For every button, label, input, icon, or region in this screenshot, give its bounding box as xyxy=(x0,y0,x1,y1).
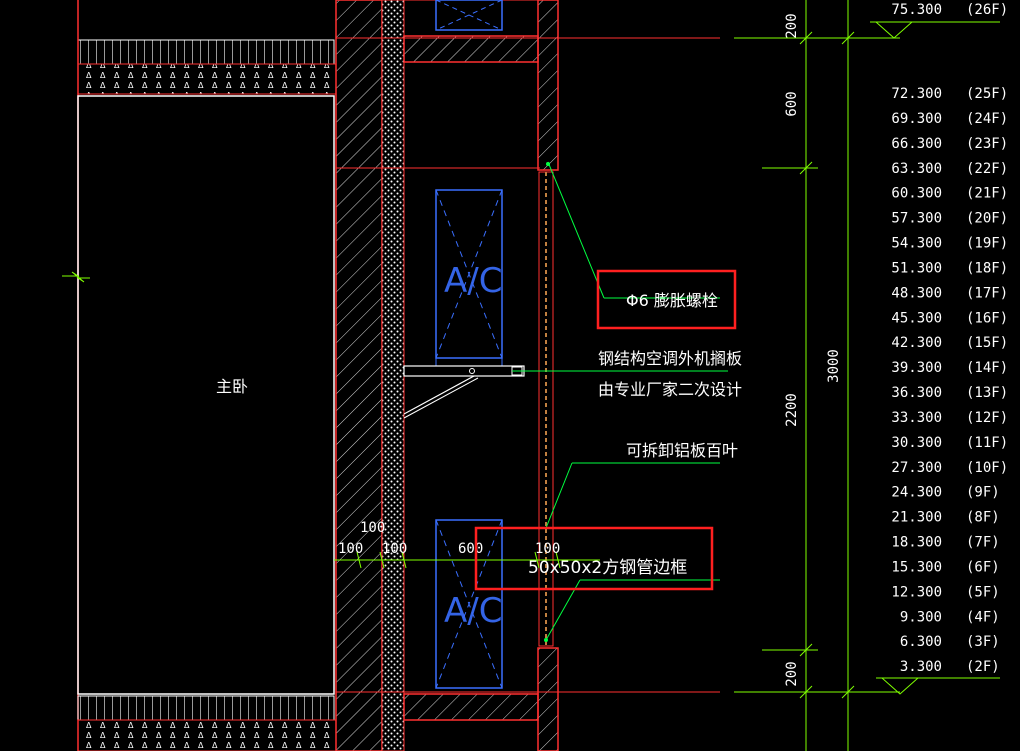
callout-frame: 50x50x2方钢管边框 xyxy=(528,558,687,578)
level-floor: (12F) xyxy=(966,410,1008,426)
ac-unit-middle: A/C xyxy=(435,189,503,367)
level-floor: (17F) xyxy=(966,285,1008,301)
dim-100-c: 100 xyxy=(382,541,407,557)
callout-shelf-line1: 钢结构空调外机搁板 xyxy=(598,349,742,368)
level-floor: (26F) xyxy=(966,2,1008,18)
level-floor: (11F) xyxy=(966,435,1008,451)
level-floor: (2F) xyxy=(966,659,1000,675)
highlight-box-bolt xyxy=(596,269,737,330)
level-marker-top xyxy=(870,21,1000,39)
leader-bolt xyxy=(546,161,720,299)
level-elevation: 69.300 xyxy=(891,111,942,127)
horizontal-dimension-row xyxy=(334,551,600,569)
level-floor: (7F) xyxy=(966,535,1000,551)
bedroom-room-outline xyxy=(77,95,335,695)
level-elevation: 51.300 xyxy=(891,260,942,276)
dim-100-d: 100 xyxy=(535,541,560,557)
level-floor: (5F) xyxy=(966,584,1000,600)
level-elevation: 42.300 xyxy=(891,335,942,351)
steel-shelf-bracket xyxy=(403,365,525,419)
level-floor: (9F) xyxy=(966,485,1000,501)
level-floor: (14F) xyxy=(966,360,1008,376)
level-elevation: 3.300 xyxy=(900,659,942,675)
level-elevation: 75.300 xyxy=(891,2,942,18)
ac-label: A/C xyxy=(444,591,502,631)
dim-100-a: 100 xyxy=(338,541,363,557)
level-elevation: 30.300 xyxy=(891,435,942,451)
floor-slab-bottom xyxy=(77,695,337,751)
dim-100-b: 100 xyxy=(360,520,385,536)
level-elevation: 54.300 xyxy=(891,236,942,252)
level-floor: (16F) xyxy=(966,310,1008,326)
callout-bolt: Φ6 膨胀螺栓 xyxy=(626,291,718,310)
dim-v-200-bot: 200 xyxy=(784,661,800,686)
level-floor: (3F) xyxy=(966,634,1000,650)
level-elevation: 33.300 xyxy=(891,410,942,426)
level-elevation: 9.300 xyxy=(900,609,942,625)
room-label: 主卧 xyxy=(216,377,248,396)
ac-platform-upper xyxy=(403,0,559,171)
dim-v-2200: 2200 xyxy=(784,393,800,427)
level-floor: (25F) xyxy=(966,86,1008,102)
level-floor: (10F) xyxy=(966,460,1008,476)
level-floor: (19F) xyxy=(966,236,1008,252)
dim-v-200-top: 200 xyxy=(784,13,800,38)
callout-shelf-line2: 由专业厂家二次设计 xyxy=(598,380,742,399)
aluminum-louver-panel xyxy=(538,171,554,647)
break-line xyxy=(62,271,90,283)
level-elevation: 27.300 xyxy=(891,460,942,476)
level-floor: (20F) xyxy=(966,211,1008,227)
level-elevation: 24.300 xyxy=(891,485,942,501)
ac-unit-top xyxy=(435,0,503,31)
level-elevation: 6.300 xyxy=(900,634,942,650)
vertical-dimension-chain xyxy=(734,0,900,751)
level-elevation: 72.300 xyxy=(891,86,942,102)
level-elevation: 60.300 xyxy=(891,186,942,202)
level-elevation: 39.300 xyxy=(891,360,942,376)
dim-v-3000: 3000 xyxy=(826,349,842,383)
floor-slab-top xyxy=(77,0,337,751)
level-floor: (15F) xyxy=(966,335,1008,351)
dim-600: 600 xyxy=(458,541,483,557)
level-floor: (23F) xyxy=(966,136,1008,152)
level-elevation: 12.300 xyxy=(891,584,942,600)
level-floor: (4F) xyxy=(966,609,1000,625)
dim-v-600: 600 xyxy=(784,91,800,116)
level-marker-bottom xyxy=(876,677,1000,695)
level-floor: (24F) xyxy=(966,111,1008,127)
level-floor: (21F) xyxy=(966,186,1008,202)
exterior-wall xyxy=(335,0,405,751)
highlight-box-frame xyxy=(474,526,714,591)
level-floor: (18F) xyxy=(966,260,1008,276)
ac-platform-lower xyxy=(403,647,559,751)
ac-unit-bottom: A/C xyxy=(435,519,503,689)
level-elevation: 48.300 xyxy=(891,285,942,301)
ac-label: A/C xyxy=(444,261,502,301)
level-floor: (6F) xyxy=(966,559,1000,575)
level-elevation: 15.300 xyxy=(891,559,942,575)
level-elevation: 36.300 xyxy=(891,385,942,401)
callout-louver: 可拆卸铝板百叶 xyxy=(626,441,738,460)
level-elevation: 45.300 xyxy=(891,310,942,326)
level-floor: (8F) xyxy=(966,510,1000,526)
level-elevation: 57.300 xyxy=(891,211,942,227)
level-floor: (22F) xyxy=(966,161,1008,177)
level-elevation: 21.300 xyxy=(891,510,942,526)
level-list: 75.300 (26F) 72.300 (25F) 69.300 (24F) 66.300 (… xyxy=(891,2,1008,675)
level-elevation: 66.300 xyxy=(891,136,942,152)
leader-louver xyxy=(545,462,720,529)
level-floor: (13F) xyxy=(966,385,1008,401)
level-elevation: 63.300 xyxy=(891,161,942,177)
level-elevation: 18.300 xyxy=(891,535,942,551)
